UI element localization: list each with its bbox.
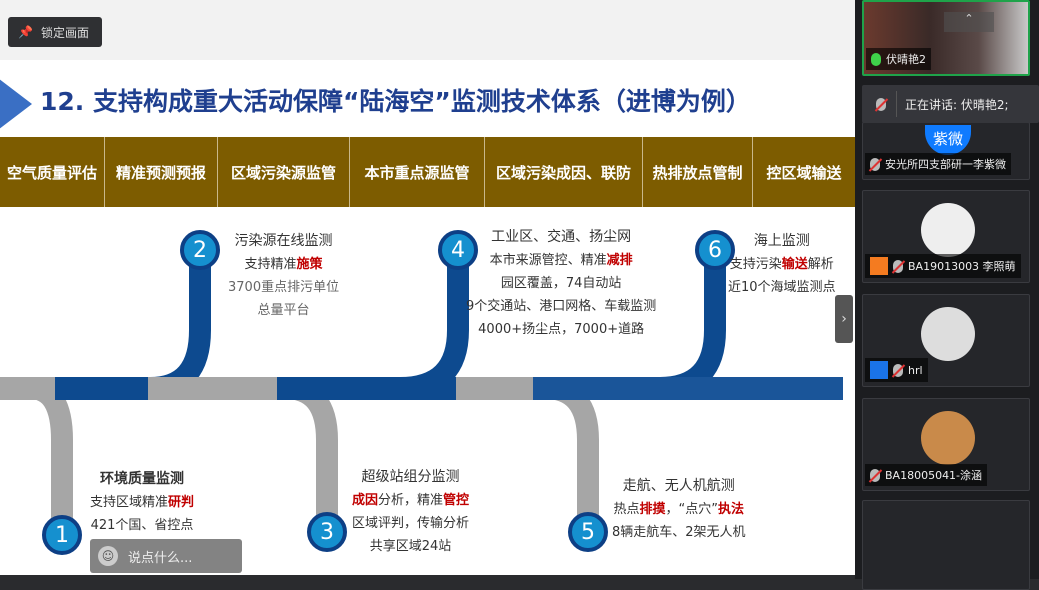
mic-on-icon xyxy=(871,52,881,66)
mic-muted-icon xyxy=(870,468,880,482)
participant-tile[interactable]: BA18005041-涂涵 xyxy=(862,398,1030,491)
node-badge-2: 2 xyxy=(180,230,220,270)
category: 区域污染源监管 xyxy=(218,137,350,207)
track-seg xyxy=(0,377,55,400)
node-badge-5: 5 xyxy=(568,512,608,552)
stem-gray-1 xyxy=(29,377,73,530)
mic-muted-icon xyxy=(893,259,903,273)
mic-muted-icon xyxy=(870,157,880,171)
participant-label: BA18005041-涂涵 xyxy=(865,464,988,486)
category: 精准预测预报 xyxy=(105,137,218,207)
shared-slide: 12. 支持构成重大活动保障“陆海空”监测技术体系（进博为例） 空气质量评估 精… xyxy=(0,60,855,575)
timeline-track xyxy=(0,250,843,530)
category: 控区域输送 xyxy=(766,163,842,182)
mic-muted-icon[interactable] xyxy=(876,97,886,111)
speaking-text: 正在讲话: 伏晴艳2; xyxy=(905,97,1009,112)
speaking-indicator: 正在讲话: 伏晴艳2; xyxy=(862,85,1039,123)
pin-icon: 📌 xyxy=(18,25,33,39)
emoji-icon[interactable]: ☺ xyxy=(98,546,118,566)
node-text-4: 工业区、交通、扬尘网 本市来源管控、精准减排 园区覆盖，74自动站 9个交通站、… xyxy=(466,229,657,337)
chat-placeholder: 说点什么... xyxy=(128,550,193,566)
chevron-right-icon: › xyxy=(841,311,847,327)
category: 区域污染成因、联防 xyxy=(485,137,643,207)
node-badge-4: 4 xyxy=(438,230,478,270)
node-badge-3: 3 xyxy=(307,512,347,552)
track-seg xyxy=(277,377,456,400)
slide-title: 12. 支持构成重大活动保障“陆海空”监测技术体系（进博为例） xyxy=(40,87,751,116)
stem-gray-3 xyxy=(284,377,338,530)
avatar xyxy=(921,307,975,361)
track-seg xyxy=(533,377,843,400)
participant-tile[interactable]: BA19013003 李照萌 xyxy=(862,190,1030,283)
participant-video-tile[interactable]: ⌃ 伏晴艳2 xyxy=(862,0,1030,76)
stem-blue-6 xyxy=(659,250,726,399)
participant-label: hrl xyxy=(865,358,928,382)
node-text-2: 污染源在线监测 支持精准施策 3700重点排污单位 总量平台 xyxy=(228,233,340,318)
title-arrow-decoration xyxy=(0,72,32,136)
stem-blue-4 xyxy=(399,250,469,399)
participant-label: BA19013003 李照萌 xyxy=(865,254,1021,278)
mic-muted-icon xyxy=(893,363,903,377)
node-text-1: 环境质量监测 支持区域精准研判 421个国、省控点 xyxy=(90,471,195,533)
category-band: 空气质量评估 精准预测预报 区域污染源监管 本市重点源监管 区域污染成因、联防 … xyxy=(0,137,855,207)
avatar xyxy=(921,203,975,257)
stem-gray-5 xyxy=(544,377,599,530)
chevron-up-icon[interactable]: ⌃ xyxy=(944,12,994,32)
user-icon xyxy=(870,257,888,275)
track-seg xyxy=(148,377,277,400)
node-badge-1: 1 xyxy=(42,515,82,555)
category: 本市重点源监管 xyxy=(350,137,485,207)
track-seg xyxy=(456,377,533,400)
chat-input[interactable]: ☺ 说点什么... xyxy=(90,539,242,573)
node-text-3: 超级站组分监测 成因分析，精准管控 区域评判，传输分析 共享区域24站 xyxy=(352,469,470,554)
top-bar: 📌 锁定画面 xyxy=(0,0,855,60)
track-seg xyxy=(55,377,148,400)
node-text-6: 海上监测 支持污染输送解析 近10个海域监测点 xyxy=(728,233,836,295)
avatar: 紫微 xyxy=(925,125,971,155)
participant-tile[interactable]: 紫微 安光所四支部研一李紫微 xyxy=(862,122,1030,180)
participant-tile[interactable]: hrl xyxy=(862,294,1030,387)
lock-label: 锁定画面 xyxy=(40,25,89,40)
participant-label: 伏晴艳2 xyxy=(866,48,931,70)
category: 空气质量评估 xyxy=(0,137,105,207)
participant-tile[interactable] xyxy=(862,500,1030,590)
avatar xyxy=(921,411,975,465)
node-text-5: 走航、无人机航测 热点排摸，“点穴”执法 8辆走航车、2架无人机 xyxy=(612,478,746,540)
lock-screen-button[interactable]: 📌 锁定画面 xyxy=(8,17,102,47)
stem-blue-2 xyxy=(149,250,211,399)
node-badge-6: 6 xyxy=(695,230,735,270)
user-icon xyxy=(870,361,888,379)
collapse-panel-button[interactable]: › xyxy=(835,295,853,343)
participant-label: 安光所四支部研一李紫微 xyxy=(865,153,1011,175)
category: 热排放点管制 xyxy=(643,137,753,207)
